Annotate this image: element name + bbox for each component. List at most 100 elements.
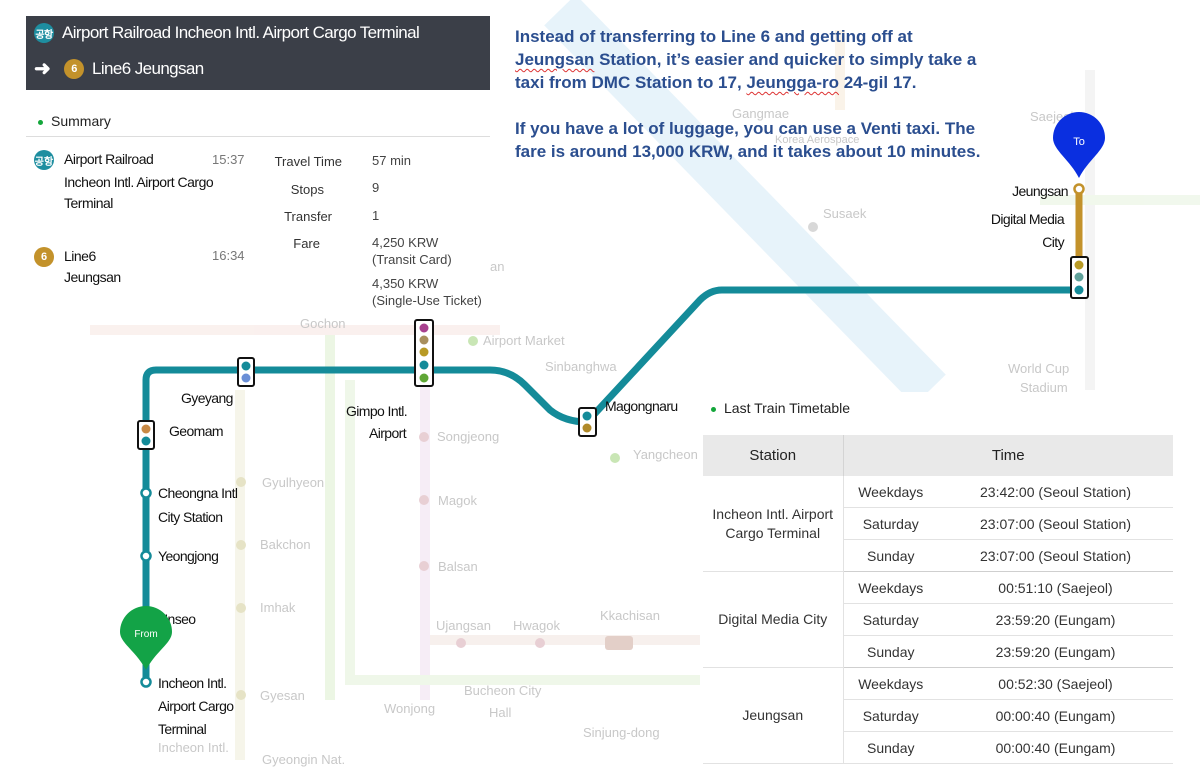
faded-label-gyulhyeon: Gyulhyeon: [262, 475, 324, 490]
table-row: Sunday 00:00:40 (Eungam): [703, 731, 1173, 764]
table-row: Sunday 23:07:00 (Seoul Station): [703, 539, 1173, 572]
advice-paragraph-2: If you have a lot of luggage, you can us…: [515, 119, 981, 161]
col-time-header: Time: [842, 435, 1173, 476]
station-cell: Jeungsan: [703, 667, 844, 764]
table-row: Saturday 00:00:40 (Eungam): [703, 699, 1173, 732]
faded-label-songjeong: Songjeong: [437, 429, 499, 444]
route-origin-text: Airport Railroad Incheon Intl. Airport C…: [62, 23, 420, 42]
table-row: Sunday 23:59:20 (Eungam): [703, 635, 1173, 668]
faded-label-bakchon: Bakchon: [260, 537, 311, 552]
faded-label-bucheon-1: Bucheon City: [464, 683, 542, 698]
table-row: Jeungsan Weekdays 00:52:30 (Saejeol): [703, 667, 1173, 764]
map-label-geomam: Geomam: [169, 423, 223, 439]
day-cell: Saturday: [843, 603, 938, 636]
table-row: Saturday 23:07:00 (Seoul Station): [703, 507, 1173, 540]
fare-single-value: 4,350 KRW: [372, 276, 439, 291]
faded-label-bucheon-2: Hall: [489, 705, 512, 720]
faded-label-gyesan: Gyesan: [260, 688, 305, 703]
transfer-magongnaru[interactable]: [578, 407, 597, 437]
destination-pin-label: To: [1073, 136, 1085, 148]
faded-label-kkachisan: Kkachisan: [600, 608, 660, 623]
map-label-cheongna-1: Cheongna Intl: [158, 485, 238, 501]
station-cell: Incheon Intl. Airport Cargo Terminal: [703, 476, 844, 572]
transfer-geomam[interactable]: [137, 420, 155, 450]
bullet-icon: [711, 406, 716, 412]
table-row: Digital Media City Weekdays 00:51:10 (Sa…: [703, 571, 1173, 668]
map-label-incheon-3: Terminal: [158, 721, 207, 737]
travel-time-label: Travel Time: [274, 154, 342, 169]
time-cell: 00:00:40 (Eungam): [938, 699, 1173, 732]
time-cell: 00:00:40 (Eungam): [938, 731, 1173, 764]
transfer-dmc[interactable]: [1070, 256, 1089, 299]
map-label-dmc-1: Digital Media: [991, 211, 1065, 227]
station-dot-incheon: [140, 676, 152, 688]
faded-label-world-cup-1: World Cup: [1008, 361, 1069, 376]
origin-pin-icon: [120, 606, 172, 670]
day-cell: Sunday: [843, 731, 938, 764]
background-station-labels: Gangmae Korea Aerospace Saejeol Susaek a…: [158, 106, 1073, 767]
stops-value: 9: [372, 180, 380, 195]
map-label-jeungsan: Jeungsan: [1012, 183, 1068, 199]
transfer-gyeyang[interactable]: [237, 357, 255, 387]
day-cell: Weekdays: [843, 571, 938, 604]
line6-badge-icon: 6: [64, 58, 84, 79]
summary-title: Summary: [38, 113, 111, 129]
faded-label-incheon-intl: Incheon Intl.: [158, 740, 229, 755]
faded-label-wonjong: Wonjong: [384, 701, 435, 716]
destination-pin-icon: [1053, 112, 1105, 178]
origin-pin[interactable]: From: [120, 606, 172, 670]
time-cell: 23:59:20 (Eungam): [938, 635, 1173, 668]
faded-label-magok: Magok: [438, 493, 478, 508]
map-label-cheongna-2: City Station: [158, 509, 222, 525]
col-station-header: Station: [703, 435, 843, 476]
travel-time-value: 57 min: [372, 153, 412, 168]
map-label-incheon-2: Airport Cargo: [158, 698, 234, 714]
fare-transit-value: 4,250 KRW: [372, 235, 439, 250]
map-label-dmc-2: City: [1042, 234, 1064, 250]
faded-label-airport-market: Airport Market: [483, 333, 565, 348]
time-cell: 23:07:00 (Seoul Station): [938, 539, 1173, 572]
advice-paragraph-1: Instead of transferring to Line 6 and ge…: [515, 27, 977, 92]
table-row: Saturday 23:59:20 (Eungam): [703, 603, 1173, 636]
destination-pin[interactable]: To: [1053, 112, 1105, 178]
faded-label-hwagok: Hwagok: [513, 618, 560, 633]
faded-label-imhak: Imhak: [260, 600, 296, 615]
bg-line-blue-diag: [544, 0, 946, 406]
origin-airport-badge-icon: 공항: [34, 150, 54, 170]
day-cell: Saturday: [843, 507, 938, 540]
time-cell: 00:51:10 (Saejeol): [938, 571, 1173, 604]
station-dot-cheongna: [140, 487, 152, 499]
timetable-title: Last Train Timetable: [711, 400, 850, 416]
airport-railroad-badge-icon: 공항: [34, 23, 54, 43]
origin-station-1: Incheon Intl. Airport Cargo: [64, 174, 214, 190]
faded-label-sinbanghwa: Sinbanghwa: [545, 359, 617, 374]
dest-station: Jeungsan: [64, 269, 121, 285]
day-cell: Sunday: [843, 539, 938, 572]
day-cell: Sunday: [843, 635, 938, 668]
day-cell: Weekdays: [843, 476, 938, 508]
dest-line6-badge-icon: 6: [34, 247, 54, 267]
time-cell: 23:59:20 (Eungam): [938, 603, 1173, 636]
faded-label-sinjung: Sinjung-dong: [583, 725, 660, 740]
faded-label-an: an: [490, 259, 504, 274]
origin-station-2: Terminal: [64, 195, 113, 211]
faded-label-gangmae: Gangmae: [732, 106, 789, 121]
time-cell: 23:07:00 (Seoul Station): [938, 507, 1173, 540]
map-label-yeongjong: Yeongjong: [158, 548, 218, 564]
map-label-gimpo-1: Gimpo Intl.: [346, 403, 407, 419]
time-cell: 23:42:00 (Seoul Station): [938, 476, 1173, 508]
faded-label-balsan: Balsan: [438, 559, 478, 574]
route-origin-row: 공항 Airport Railroad Incheon Intl. Airpor…: [34, 23, 420, 43]
transfer-gimpo-airport[interactable]: [414, 319, 434, 387]
station-dot-jeungsan: [1073, 183, 1085, 195]
route-header: 공항 Airport Railroad Incheon Intl. Airpor…: [26, 16, 490, 90]
bg-line-green-2: [345, 380, 700, 685]
faded-label-gyeongin: Gyeongin Nat.: [262, 752, 345, 767]
background-station-dots: [236, 222, 818, 700]
day-cell: Weekdays: [843, 667, 938, 700]
origin-line: Airport Railroad: [64, 151, 154, 167]
fare-label: Fare: [293, 236, 320, 251]
arrow-right-icon: ➜: [34, 58, 51, 80]
day-cell: Saturday: [843, 699, 938, 732]
